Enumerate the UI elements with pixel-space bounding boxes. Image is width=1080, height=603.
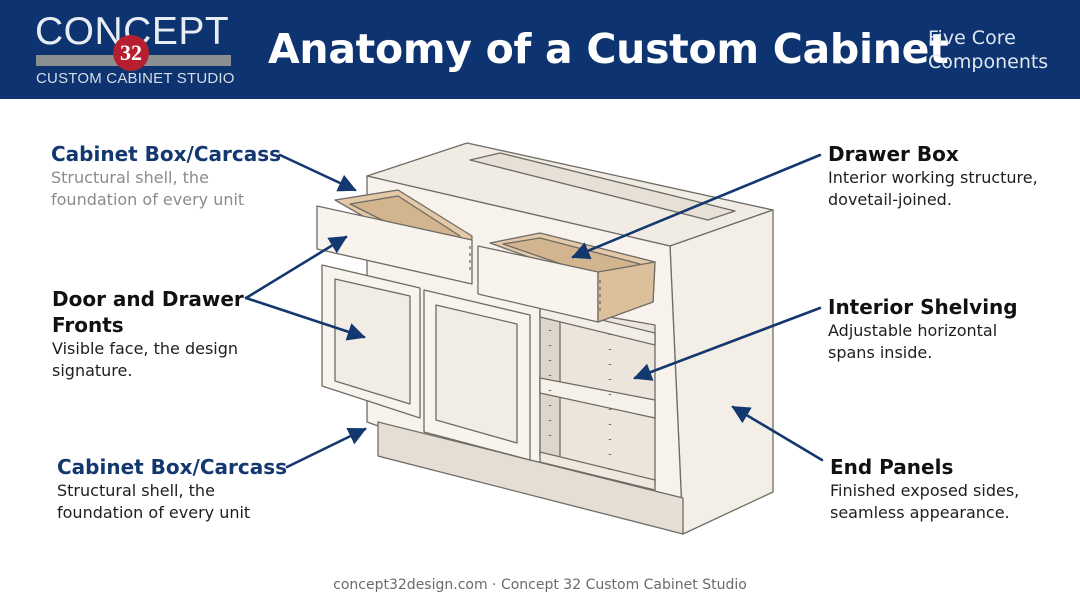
callout-desc-line-1: Visible face, the design — [52, 339, 239, 358]
callout-end-panels: End Panels Finished exposed sides, seaml… — [830, 454, 1019, 523]
footer-credit: concept32design.com · Concept 32 Custom … — [333, 577, 747, 593]
header-tagline: Five Core Components — [928, 26, 1068, 74]
callout-desc-line-2: foundation of every unit — [51, 189, 245, 209]
callout-desc-line-2: seamless appearance. — [830, 502, 1010, 522]
callout-title: Interior Shelving — [828, 295, 1018, 319]
arrow-cabinet-box-bottom — [285, 427, 367, 469]
concept32-logo[interactable]: CONCEPT 32 CUSTOM CABINET STUDIO — [35, 8, 235, 92]
cabinet-illustration — [316, 142, 774, 535]
callout-desc-line-2: signature. — [52, 360, 133, 380]
callout-desc-line-1: Adjustable horizontal — [828, 321, 998, 340]
callout-title: Cabinet Box/Carcass — [51, 142, 282, 166]
shelf-bottom — [539, 451, 656, 491]
cabinet-top-opening — [469, 152, 736, 221]
callout-door-fronts: Door and Drawer Fronts Visible face, the… — [52, 286, 244, 381]
shelf-middle — [539, 377, 656, 419]
callout-cabinet-box-top: Cabinet Box/Carcass Structural shell, th… — [51, 141, 281, 210]
arrow-cabinet-box-top — [278, 153, 357, 192]
logo-badge: 32 — [113, 35, 149, 71]
arrow-interior-shelving — [633, 306, 822, 381]
callout-desc-line-1: Structural shell, the — [57, 481, 215, 500]
callout-title: Cabinet Box/Carcass — [57, 455, 288, 479]
tagline-line-2: Components — [928, 51, 1049, 73]
arrow-door-fronts-upper — [244, 235, 348, 300]
drawer-box-right-side — [597, 261, 656, 323]
callout-title-line-1: Door and Drawer — [52, 287, 244, 311]
cabinet-diagram — [244, 142, 824, 535]
callout-arrows — [244, 153, 824, 469]
door-right-panel — [435, 304, 518, 444]
callout-cabinet-box-bottom: Cabinet Box/Carcass Structural shell, th… — [57, 454, 287, 523]
arrow-drawer-box — [571, 153, 822, 260]
callout-desc-line-1: Interior working structure, — [828, 168, 1038, 187]
header-banner: CONCEPT 32 CUSTOM CABINET STUDIO Anatomy… — [0, 0, 1080, 99]
callout-title: Drawer Box — [828, 142, 959, 166]
cabinet-right-end-panel — [669, 209, 774, 535]
callout-drawer-box: Drawer Box Interior working structure, d… — [828, 141, 1038, 210]
tagline-line-1: Five Core — [928, 27, 1016, 49]
callout-title: End Panels — [830, 455, 954, 479]
arrow-door-fronts-lower — [244, 296, 366, 341]
logo-subtitle: CUSTOM CABINET STUDIO — [36, 70, 235, 87]
callout-desc-line-2: dovetail-joined. — [828, 189, 952, 209]
drawer-front-left — [316, 205, 473, 285]
callout-desc-line-2: spans inside. — [828, 342, 933, 362]
callout-interior-shelving: Interior Shelving Adjustable horizontal … — [828, 294, 1018, 363]
page-title: Anatomy of a Custom Cabinet — [268, 25, 949, 73]
callout-desc-line-2: foundation of every unit — [57, 502, 251, 522]
callout-title-line-2: Fronts — [52, 313, 124, 337]
door-left-panel — [334, 278, 411, 405]
callout-desc-line-1: Finished exposed sides, — [830, 481, 1020, 500]
arrow-end-panels — [731, 405, 824, 462]
callout-desc-line-1: Structural shell, the — [51, 168, 209, 187]
